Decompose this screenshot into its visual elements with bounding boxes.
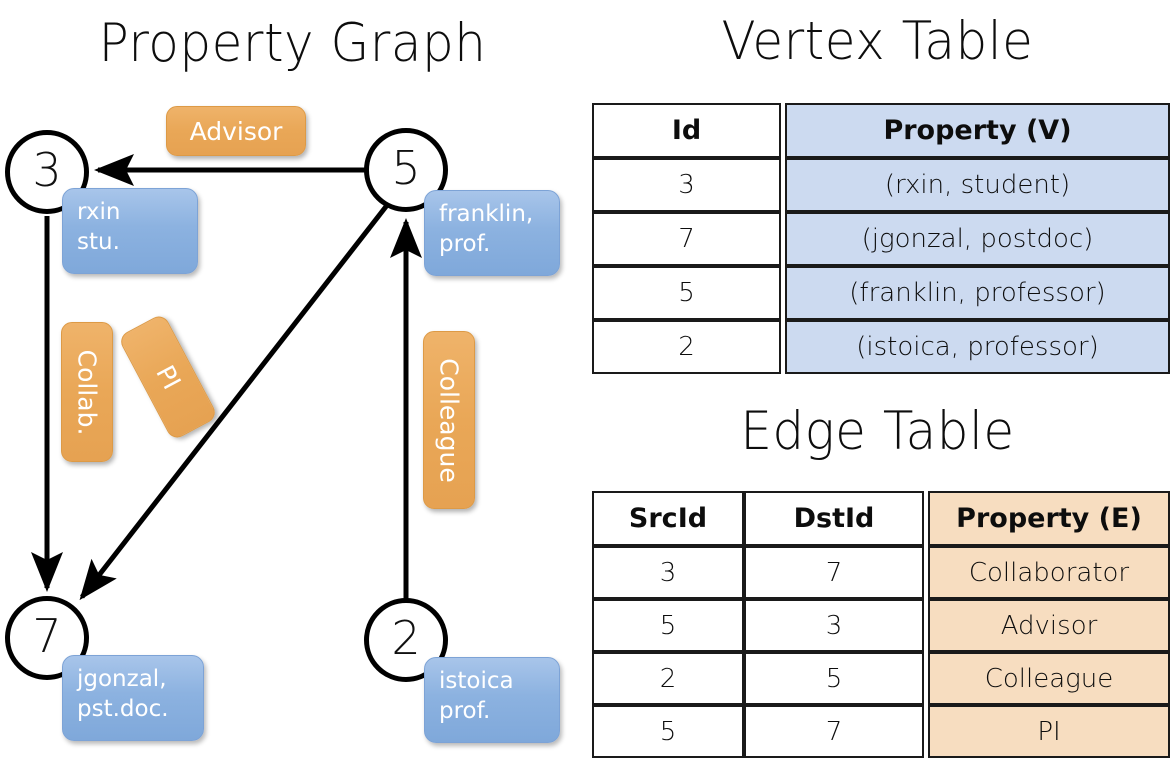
edge-table-cell-srcid: 3 xyxy=(592,546,744,599)
edge-table: SrcId DstId Property (E) 3 7 Collaborato… xyxy=(592,491,1170,758)
vertex-table-cell-id: 7 xyxy=(592,212,781,266)
edge-table-row: 2 5 Colleague xyxy=(592,652,1170,705)
vertex-table-row: 5 (franklin, professor) xyxy=(592,266,1170,320)
edge-table-header-property: Property (E) xyxy=(928,491,1170,546)
edge-label-pi-text: PI xyxy=(149,360,187,394)
graph-node-7-label: 7 xyxy=(32,609,62,663)
vertex-property-box-7: jgonzal, pst.doc. xyxy=(62,655,204,741)
edge-label-collab: Collab. xyxy=(61,322,113,462)
edge-table-row: 5 3 Advisor xyxy=(592,599,1170,652)
vertex-table-row: 7 (jgonzal, postdoc) xyxy=(592,212,1170,266)
vertex-property-box-7-line1: jgonzal, xyxy=(77,666,167,692)
edge-arrow-5-to-7 xyxy=(79,202,390,601)
edge-label-collab-text: Collab. xyxy=(72,349,102,435)
graph-node-2-label: 2 xyxy=(391,611,421,665)
edge-table-cell-property: Collaborator xyxy=(928,546,1170,599)
edge-table-cell-dstid: 7 xyxy=(744,546,924,599)
vertex-property-box-2: istoica prof. xyxy=(424,657,560,743)
page-title-property-graph: Property Graph xyxy=(98,12,487,74)
page-title-vertex-table: Vertex Table xyxy=(721,10,1034,72)
edge-table-header-dstid: DstId xyxy=(744,491,924,546)
edge-table-cell-dstid: 7 xyxy=(744,705,924,758)
vertex-property-box-2-line2: prof. xyxy=(439,697,491,724)
graph-node-5-label: 5 xyxy=(391,141,421,195)
vertex-table-row: 3 (rxin, student) xyxy=(592,158,1170,212)
edge-label-advisor: Advisor xyxy=(166,106,306,156)
vertex-property-box-3: rxin stu. xyxy=(62,188,198,274)
vertex-table-header-property: Property (V) xyxy=(785,103,1170,158)
graph-node-5[interactable]: 5 xyxy=(364,128,448,212)
vertex-property-box-5-line1: franklin, xyxy=(439,201,534,227)
vertex-table-row: 2 (istoica, professor) xyxy=(592,320,1170,374)
graph-edges-canvas xyxy=(31,154,422,601)
edge-table-cell-dstid: 5 xyxy=(744,652,924,705)
edge-label-colleague: Colleague xyxy=(423,331,475,509)
vertex-table: Id Property (V) 3 (rxin, student) 7 (jgo… xyxy=(592,103,1170,374)
vertex-table-cell-property: (rxin, student) xyxy=(785,158,1170,212)
edge-table-header-srcid: SrcId xyxy=(592,491,744,546)
edge-table-cell-property: Advisor xyxy=(928,599,1170,652)
vertex-property-box-2-line1: istoica xyxy=(439,668,514,694)
vertex-table-cell-id: 2 xyxy=(592,320,781,374)
edge-table-cell-dstid: 3 xyxy=(744,599,924,652)
edge-table-cell-property: PI xyxy=(928,705,1170,758)
vertex-table-header-id: Id xyxy=(592,103,781,158)
vertex-property-box-7-line2: pst.doc. xyxy=(77,695,169,722)
edge-table-cell-property: Colleague xyxy=(928,652,1170,705)
edge-label-colleague-text: Colleague xyxy=(434,357,464,483)
vertex-table-cell-id: 5 xyxy=(592,266,781,320)
edge-table-cell-srcid: 2 xyxy=(592,652,744,705)
graph-node-2[interactable]: 2 xyxy=(364,598,448,682)
page-title-edge-table: Edge Table xyxy=(740,400,1015,462)
vertex-table-cell-property: (istoica, professor) xyxy=(785,320,1170,374)
vertex-property-box-3-line2: stu. xyxy=(77,228,120,255)
vertex-table-cell-property: (jgonzal, postdoc) xyxy=(785,212,1170,266)
edge-table-cell-srcid: 5 xyxy=(592,705,744,758)
vertex-property-box-3-line1: rxin xyxy=(77,199,121,225)
edge-label-advisor-text: Advisor xyxy=(189,116,283,146)
vertex-table-cell-property: (franklin, professor) xyxy=(785,266,1170,320)
edge-table-row: 5 7 PI xyxy=(592,705,1170,758)
vertex-table-cell-id: 3 xyxy=(592,158,781,212)
vertex-table-header-row: Id Property (V) xyxy=(592,103,1170,158)
edge-table-row: 3 7 Collaborator xyxy=(592,546,1170,599)
graph-node-3-label: 3 xyxy=(32,143,62,197)
vertex-property-box-5: franklin, prof. xyxy=(424,190,560,276)
vertex-property-box-5-line2: prof. xyxy=(439,230,491,257)
edge-table-header-row: SrcId DstId Property (E) xyxy=(592,491,1170,546)
edge-table-cell-srcid: 5 xyxy=(592,599,744,652)
